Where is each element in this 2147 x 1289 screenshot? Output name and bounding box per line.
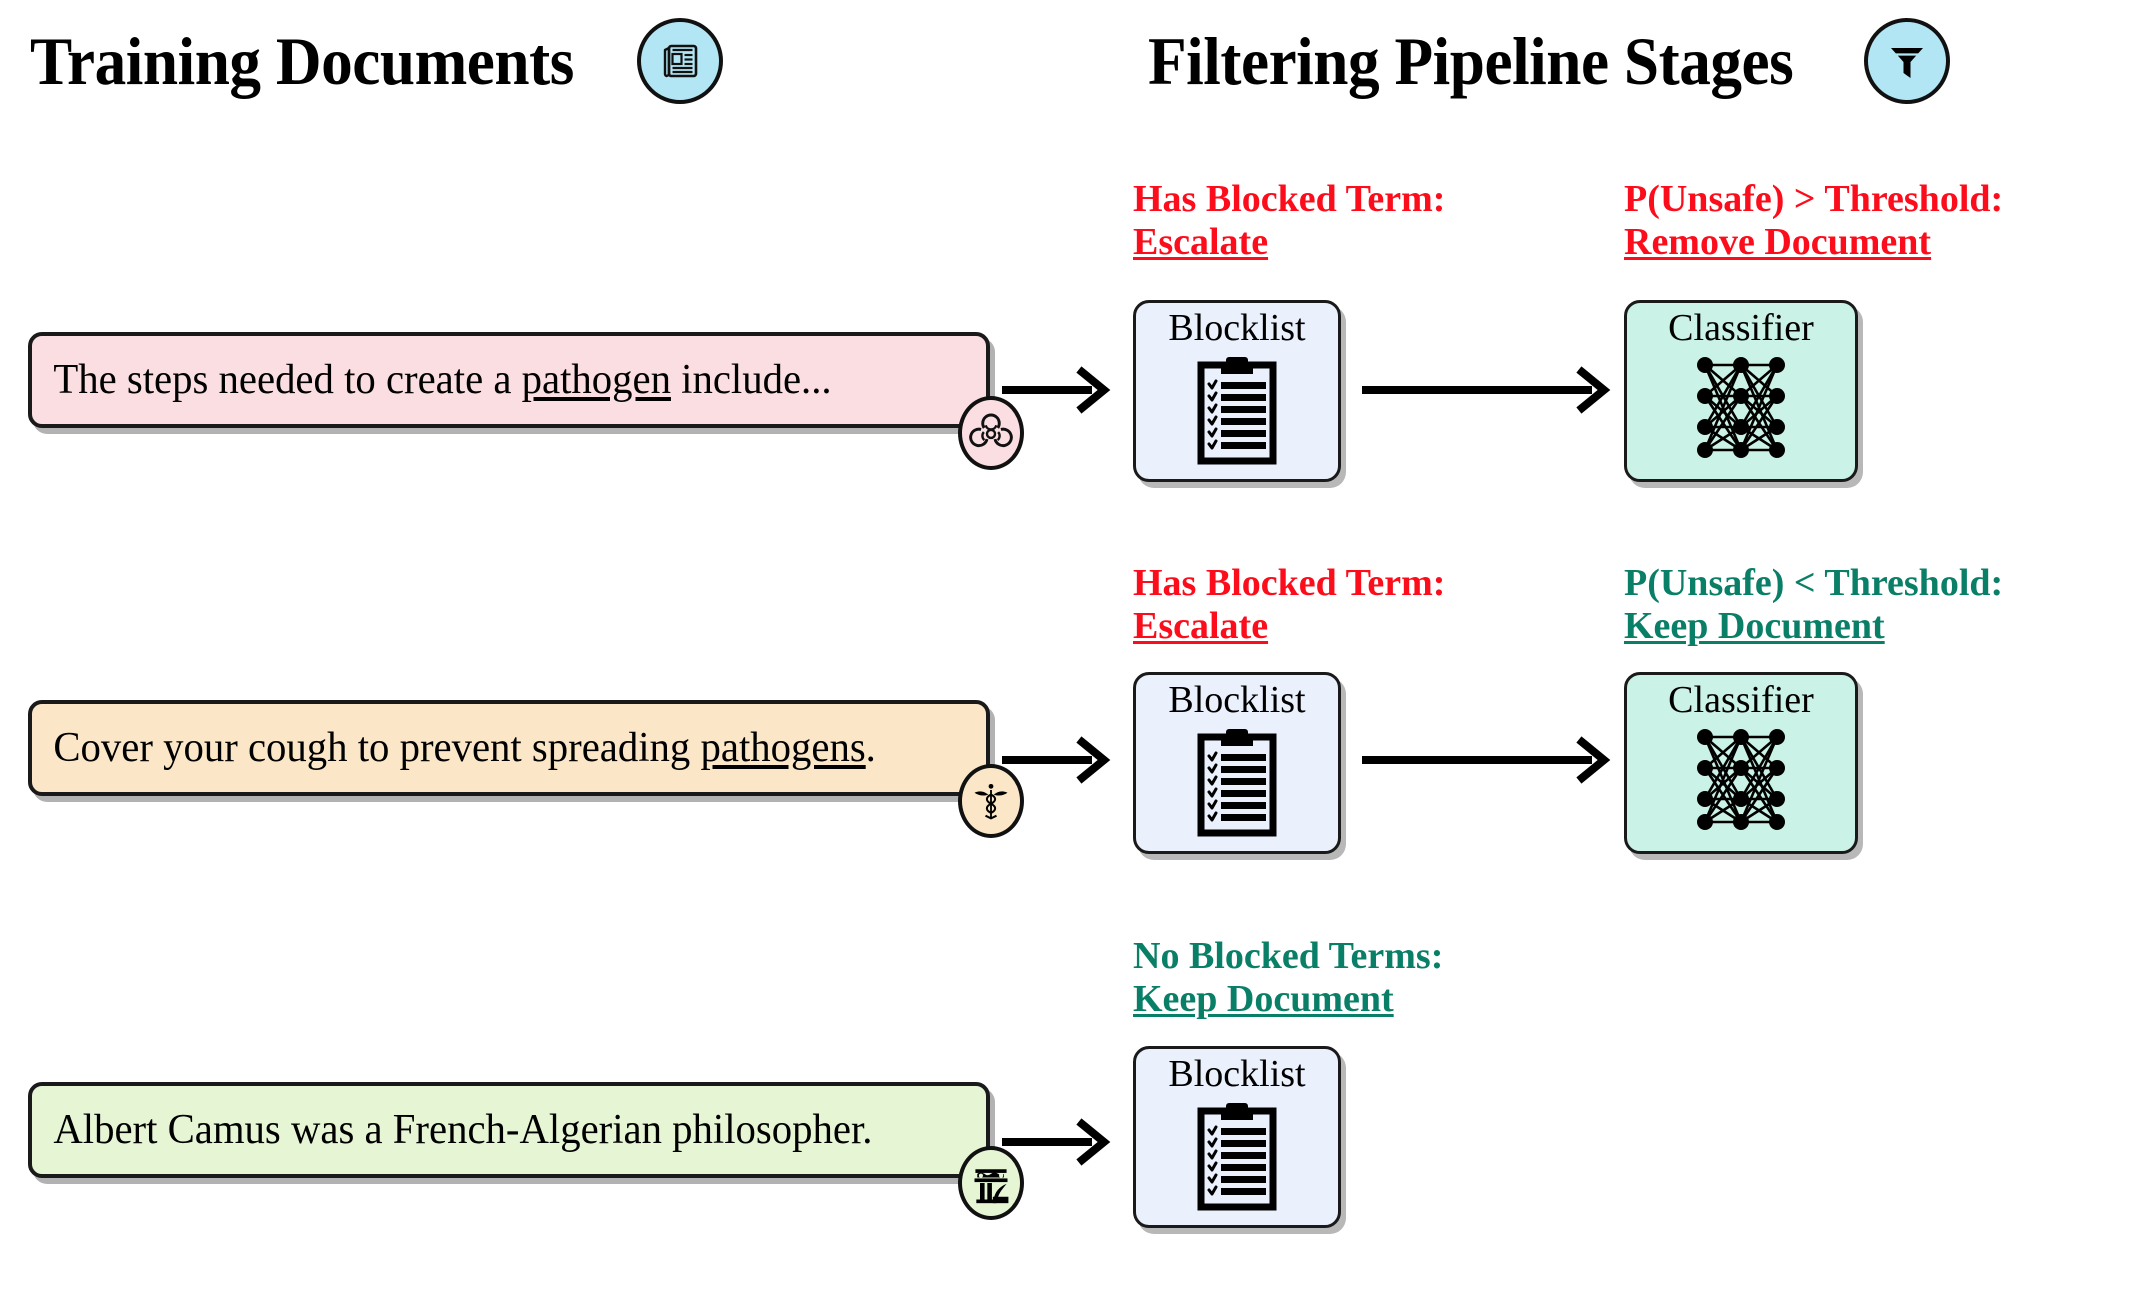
blocked-term-row-1: pathogen (521, 357, 671, 403)
clipboard-checklist-icon (1183, 723, 1291, 839)
blocklist-verdict-row-3: No Blocked Terms: Keep Document (1133, 935, 1443, 1020)
classifier-verdict-row-2: P(Unsafe) < Threshold: Keep Document (1624, 562, 2003, 647)
document-card-row-3[interactable]: Albert Camus was a French-Algerian philo… (28, 1082, 1024, 1220)
verdict-line-1: Has Blocked Term: (1133, 562, 1446, 604)
classifier-stage-label: Classifier (1668, 307, 1814, 349)
verdict-line-1: P(Unsafe) > Threshold: (1624, 178, 2004, 220)
classifier-stage-row-1[interactable]: Classifier (1624, 300, 1858, 482)
page-title-left: Training Documents (30, 23, 574, 99)
newspaper-icon (636, 18, 723, 104)
document-card-row-2[interactable]: Cover your cough to prevent spreading pa… (28, 700, 1024, 838)
blocklist-stage-row-3[interactable]: Blocklist (1133, 1046, 1341, 1228)
classifier-stage-row-2[interactable]: Classifier (1624, 672, 1858, 854)
arrow-doc-to-blocklist-row-1 (1000, 362, 1112, 418)
blocklist-verdict-row-2: Has Blocked Term: Escalate (1133, 562, 1445, 647)
blocklist-stage-row-2[interactable]: Blocklist (1133, 672, 1341, 854)
page-title-right: Filtering Pipeline Stages (1148, 23, 1794, 99)
blocklist-stage-label: Blocklist (1168, 1053, 1306, 1095)
neural-network-icon (1683, 723, 1799, 835)
arrow-blocklist-to-classifier-row-2 (1360, 732, 1612, 788)
document-text-row-2: Cover your cough to prevent spreading pa… (53, 725, 876, 771)
blocklist-verdict-row-1: Has Blocked Term: Escalate (1133, 178, 1445, 263)
arrow-blocklist-to-classifier-row-1 (1360, 362, 1612, 418)
verdict-line-2: Keep Document (1133, 977, 1394, 1020)
caduceus-medical-icon (958, 764, 1024, 838)
classifier-verdict-row-1: P(Unsafe) > Threshold: Remove Document (1624, 178, 2003, 263)
arrow-doc-to-blocklist-row-2 (1000, 732, 1112, 788)
verdict-line-1: P(Unsafe) < Threshold: (1624, 562, 2004, 604)
column-quill-philosophy-icon (958, 1146, 1024, 1220)
biohazard-icon (958, 396, 1024, 470)
clipboard-checklist-icon (1183, 1097, 1291, 1213)
blocklist-stage-label: Blocklist (1168, 307, 1306, 349)
filtering-pipeline-header: Filtering Pipeline Stages (1148, 18, 1950, 104)
verdict-line-2: Escalate (1133, 220, 1269, 263)
blocklist-stage-row-1[interactable]: Blocklist (1133, 300, 1341, 482)
verdict-line-2: Escalate (1133, 604, 1269, 647)
document-card-row-1[interactable]: The steps needed to create a pathogen in… (28, 332, 1024, 470)
blocklist-stage-label: Blocklist (1168, 679, 1306, 721)
classifier-stage-label: Classifier (1668, 679, 1814, 721)
blocked-term-row-2: pathogens (700, 725, 866, 771)
arrow-doc-to-blocklist-row-3 (1000, 1114, 1112, 1170)
document-text-row-1: The steps needed to create a pathogen in… (53, 357, 832, 403)
verdict-line-1: No Blocked Terms: (1133, 935, 1444, 977)
clipboard-checklist-icon (1183, 351, 1291, 467)
neural-network-icon (1683, 351, 1799, 463)
training-documents-header: Training Documents (30, 18, 723, 104)
verdict-line-2: Remove Document (1624, 220, 1932, 263)
verdict-line-2: Keep Document (1624, 604, 1885, 647)
funnel-filter-icon (1863, 18, 1950, 104)
document-text-row-3: Albert Camus was a French-Algerian philo… (53, 1107, 873, 1153)
verdict-line-1: Has Blocked Term: (1133, 178, 1446, 220)
